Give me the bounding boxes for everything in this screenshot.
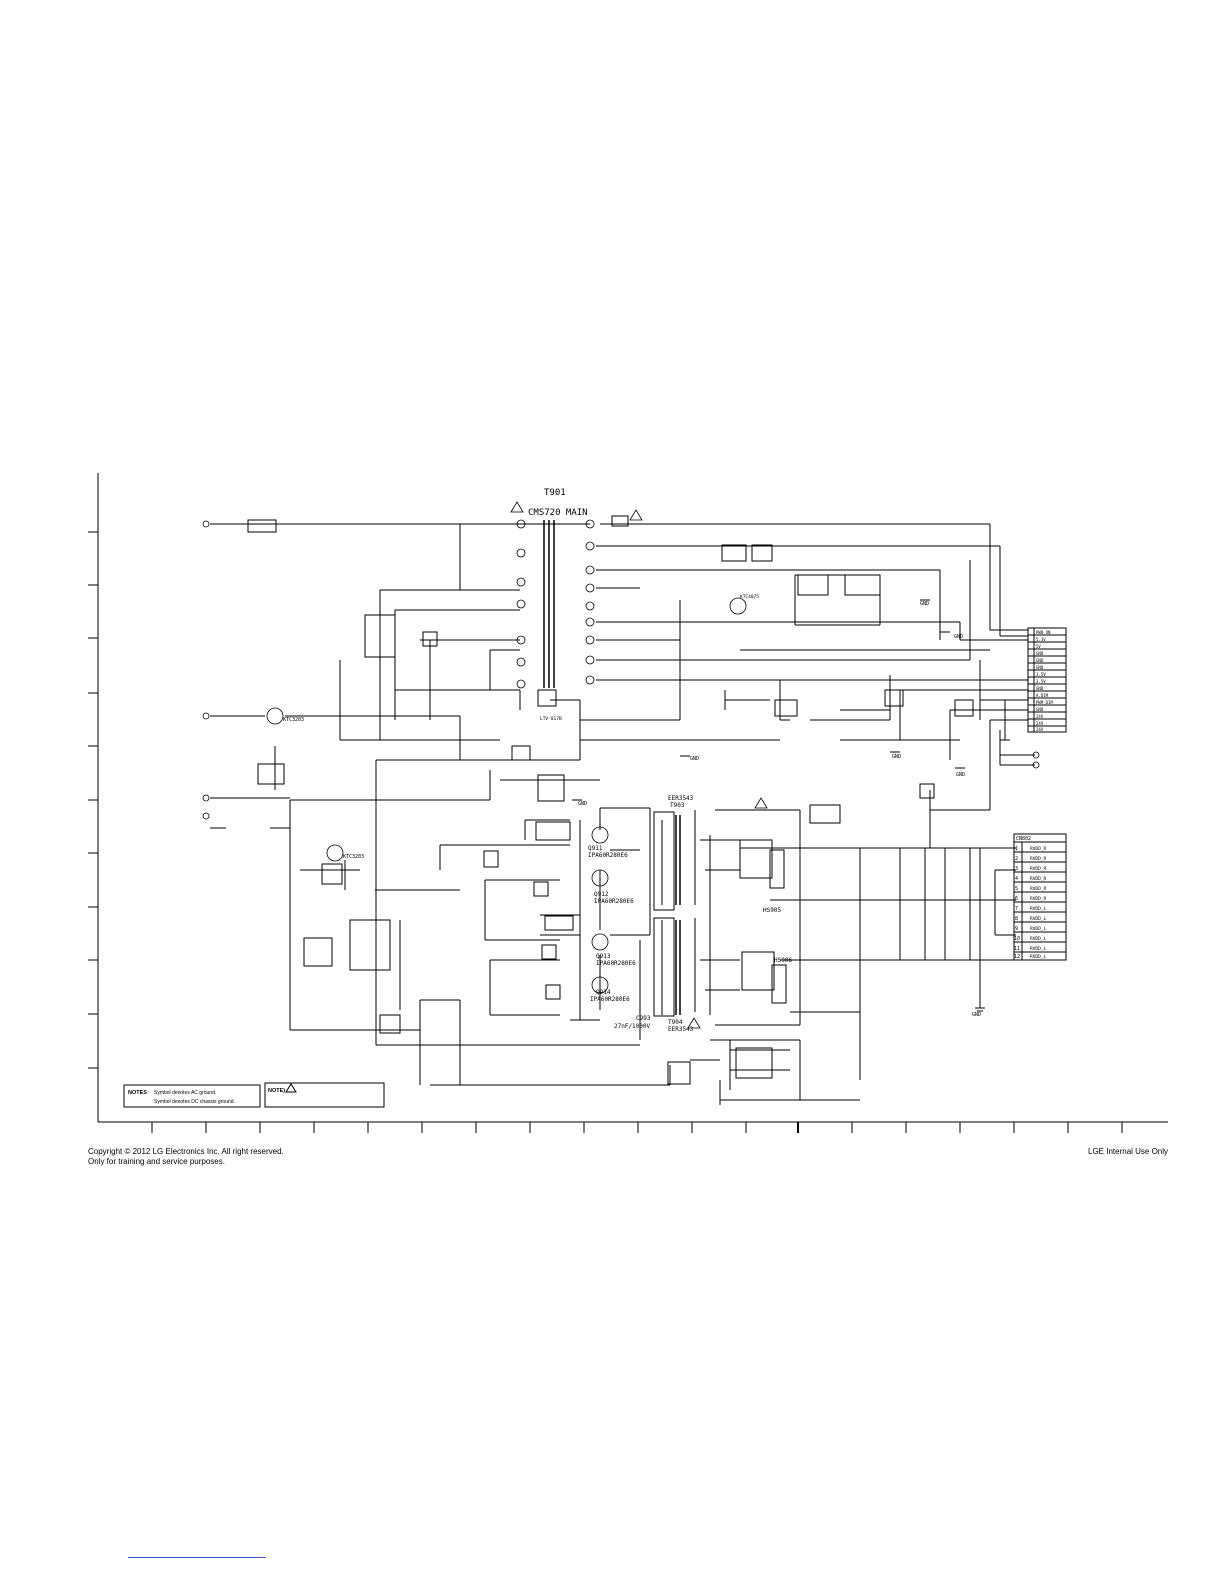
notes-title: NOTES bbox=[128, 1090, 147, 1096]
mosfet-q911-ref: Q911 bbox=[588, 845, 603, 852]
conn-upper-pin: GND bbox=[1036, 707, 1044, 712]
cn802-pin-number: 6 bbox=[1015, 896, 1018, 902]
cn802-pin-net: RVDD_L bbox=[1030, 946, 1047, 952]
connector-upper-labels: PWR_ON 5.1V 5V GND GND GND 3.5V 3.5V GND… bbox=[1036, 630, 1053, 732]
cap-tag-label: C993 bbox=[636, 1015, 651, 1022]
footer-left: Copyright © 2012 LG Electronics Inc. All… bbox=[88, 1147, 284, 1167]
rectifier-a-label: HS905 bbox=[763, 907, 781, 914]
footer-internal-use: LGE Internal Use Only bbox=[1088, 1147, 1169, 1156]
cn802-pin-number: 9 bbox=[1015, 926, 1018, 932]
conn-upper-pin: 5V bbox=[1036, 644, 1041, 649]
rectifier-b-label: HS906 bbox=[774, 957, 792, 964]
conn-upper-pin: 24V bbox=[1036, 721, 1044, 726]
conn-upper-pin: A.DIM bbox=[1036, 693, 1049, 698]
mosfet-q913-ref: Q913 bbox=[596, 953, 611, 960]
notes-boxes bbox=[123, 1082, 385, 1108]
components bbox=[247, 515, 974, 1085]
notes-line-1: Symbol denotes AC ground. bbox=[154, 1090, 216, 1096]
transistor-c-label: KTC4075 bbox=[740, 594, 759, 600]
cn802-ref: CN802 bbox=[1016, 836, 1031, 842]
page-link-underline[interactable] bbox=[128, 1557, 266, 1558]
conn-upper-pin: GND bbox=[1036, 651, 1044, 656]
transformer-main-ref: T901 bbox=[544, 488, 566, 498]
conn-upper-pin: 24V bbox=[1036, 727, 1044, 732]
conn-upper-pin: 3.5V bbox=[1036, 679, 1046, 684]
cn802-pin-net: RVDD_R bbox=[1030, 846, 1047, 852]
cn802-pin-net: RVDD_R bbox=[1030, 856, 1047, 862]
cn802-pin-net: RVDD_R bbox=[1030, 866, 1047, 872]
conn-upper-pin: PWR_ON bbox=[1036, 630, 1051, 635]
cn802-pin-number: 5 bbox=[1015, 886, 1018, 892]
conn-upper-pin: GND bbox=[1036, 686, 1044, 691]
conn-upper-pin: 24V bbox=[1036, 714, 1044, 719]
conn-upper-pin: GND bbox=[1036, 665, 1044, 670]
transformer-coils bbox=[202, 519, 1040, 994]
cn802-pin-net: RVDD_L bbox=[1030, 926, 1047, 932]
gnd-label-4: GND bbox=[892, 754, 901, 760]
transistor-a-label: KTC3203 bbox=[283, 717, 304, 723]
drawing-frame bbox=[88, 473, 1168, 1133]
conn-upper-pin: PWM_DIM bbox=[1036, 700, 1053, 705]
transformer-aux-ref: T903 bbox=[670, 802, 685, 809]
cn802-pin-net: RVDD_L bbox=[1030, 954, 1047, 960]
cap-main-label: 27nF/1000V bbox=[614, 1023, 651, 1030]
transistor-b-label: KTC3203 bbox=[343, 854, 364, 860]
cn802-pin-net: RVDD_L bbox=[1030, 916, 1047, 922]
connector-lower-labels: 1 2 3 4 5 6 7 8 9 10 11 12 RVDD_R RVDD_R… bbox=[1014, 846, 1047, 960]
transformer-aux2-model: EER3543 bbox=[668, 1026, 694, 1033]
gnd-label-3: GND bbox=[690, 756, 699, 762]
transformer-aux2-ref: T904 bbox=[668, 1019, 683, 1026]
mosfet-q914-part: IPA60R280E6 bbox=[590, 996, 630, 1003]
footer-training: Only for training and service purposes. bbox=[88, 1157, 225, 1166]
conn-upper-pin: 5.1V bbox=[1036, 637, 1046, 642]
transformer-aux-model: EER3543 bbox=[668, 795, 694, 802]
wiring bbox=[210, 520, 1035, 1105]
ground-symbols bbox=[572, 599, 1010, 1012]
cn802-pin-number: 7 bbox=[1015, 906, 1018, 912]
cn802-pin-net: RVDD_L bbox=[1030, 936, 1047, 942]
mosfet-q913-part: IPA60R280E6 bbox=[596, 960, 636, 967]
gnd-label-1: GND bbox=[920, 601, 929, 607]
cn802-pin-number: 1 bbox=[1015, 846, 1018, 852]
cn802-pin-net: RVDD_R bbox=[1030, 896, 1047, 902]
gnd-label-7: GND bbox=[578, 801, 587, 807]
connector-lower-cn802 bbox=[1013, 833, 1067, 961]
gnd-label-6: GND bbox=[972, 1012, 981, 1018]
opto-label: LTV-817B bbox=[540, 716, 562, 722]
mosfet-q911-part: IPA60R280E6 bbox=[588, 852, 628, 859]
cn802-pin-number: 12 bbox=[1014, 954, 1020, 960]
mosfet-q914-ref: Q914 bbox=[596, 989, 611, 996]
connector-upper bbox=[1027, 627, 1067, 733]
cn802-pin-number: 11 bbox=[1014, 946, 1020, 952]
gnd-label-5: GND bbox=[956, 772, 965, 778]
cn802-pin-net: RVDD_R bbox=[1030, 876, 1047, 882]
transformer-main-model: CMS720 MAIN bbox=[528, 508, 588, 518]
mosfet-q912-part: IPA60R280E6 bbox=[594, 898, 634, 905]
conn-upper-pin: GND bbox=[1036, 658, 1044, 663]
notes-line-2: Symbol denotes DC chassis ground. bbox=[154, 1099, 235, 1105]
note2-title: NOTE) bbox=[268, 1088, 285, 1094]
cn802-pin-number: 4 bbox=[1015, 876, 1018, 882]
mosfet-q912-ref: Q912 bbox=[594, 891, 609, 898]
warning-triangles bbox=[510, 501, 768, 1029]
cn802-pin-number: 3 bbox=[1015, 866, 1018, 872]
footer-copyright: Copyright © 2012 LG Electronics Inc. All… bbox=[88, 1147, 284, 1156]
cn802-pin-number: 10 bbox=[1014, 936, 1020, 942]
conn-upper-pin: 3.5V bbox=[1036, 672, 1046, 677]
cn802-pin-number: 2 bbox=[1015, 856, 1018, 862]
cn802-pin-net: RVDD_L bbox=[1030, 906, 1047, 912]
cn802-pin-number: 8 bbox=[1015, 916, 1018, 922]
cn802-pin-net: RVDD_R bbox=[1030, 886, 1047, 892]
gnd-label-2: GND bbox=[954, 634, 963, 640]
